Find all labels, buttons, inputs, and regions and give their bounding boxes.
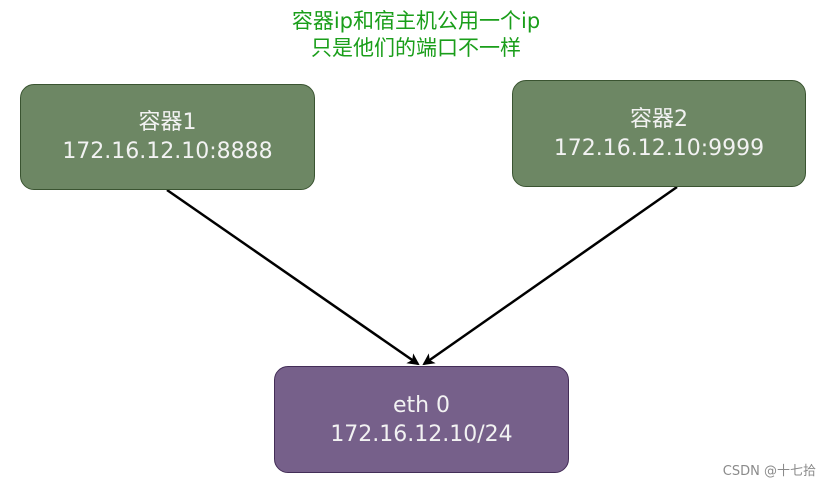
container-2-name: 容器2: [630, 106, 688, 132]
eth0-node: eth 0 172.16.12.10/24: [274, 366, 569, 473]
diagram-caption: 容器ip和宿主机公用一个ip 只是他们的端口不一样: [0, 8, 832, 62]
container-2-address: 172.16.12.10:9999: [553, 135, 765, 161]
watermark: CSDN @十七拾: [722, 464, 816, 479]
eth0-name: eth 0: [392, 392, 451, 418]
caption-line-2: 只是他们的端口不一样: [311, 36, 521, 60]
caption-line-1: 容器ip和宿主机公用一个ip: [291, 9, 541, 33]
container-1-name: 容器1: [138, 110, 197, 135]
container-2-node: 容器2 172.16.12.10:9999: [512, 80, 806, 187]
eth0-address: 172.16.12.10/24: [330, 421, 513, 447]
container-1-address: 172.16.12.10:8888: [62, 139, 273, 164]
edge-container2-to-eth0: [422, 185, 678, 366]
container-1-node: 容器1 172.16.12.10:8888: [20, 84, 315, 190]
edge-container1-to-eth0: [166, 188, 420, 366]
